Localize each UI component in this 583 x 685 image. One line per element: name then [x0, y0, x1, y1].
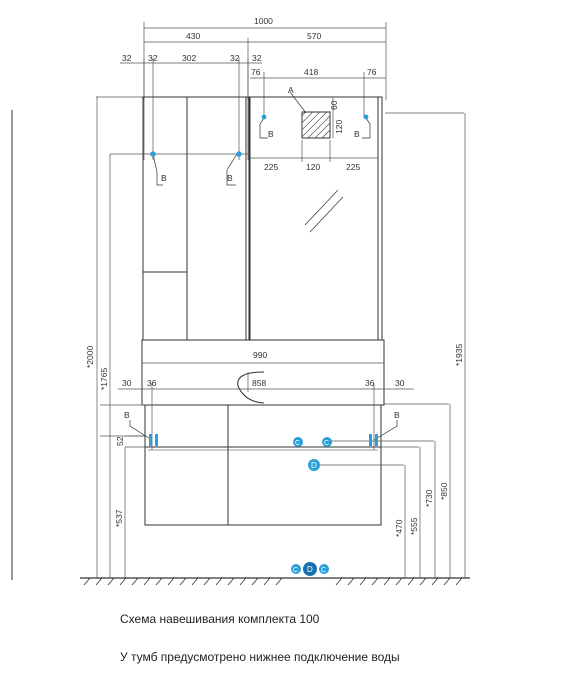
marker-c3-circle [291, 564, 301, 574]
mirror-inner-dimensions [110, 98, 378, 162]
marker-d2-circle [303, 562, 317, 576]
label-730: *730 [424, 489, 434, 507]
label-76a: 76 [251, 67, 261, 77]
marker-c2-circle [322, 437, 332, 447]
label-120: 120 [306, 162, 320, 172]
label-470: *470 [394, 519, 404, 537]
label-850: *850 [439, 482, 449, 500]
label-52: 52 [115, 436, 125, 446]
label-c4: C [321, 567, 326, 574]
label-418: 418 [304, 67, 318, 77]
label-30a: 30 [122, 378, 132, 388]
marker-c1-circle [293, 437, 303, 447]
leader-a [289, 91, 307, 114]
label-36b: 36 [365, 378, 375, 388]
label-32b: 32 [148, 53, 158, 63]
label-302: 302 [182, 53, 196, 63]
connection-markers [291, 437, 332, 576]
label-1935: *1935 [454, 344, 464, 366]
label-32a: 32 [122, 53, 132, 63]
label-225b: 225 [346, 162, 360, 172]
mount-markers [149, 114, 378, 446]
vanity-dimension-lines [100, 362, 414, 450]
b-leaders [129, 117, 398, 441]
left-height-lines [96, 96, 143, 578]
label-32d: 32 [252, 53, 262, 63]
label-225a: 225 [264, 162, 278, 172]
vanity-unit [141, 339, 385, 526]
caption-water-connection: У тумб предусмотрено нижнее подключение … [120, 650, 400, 664]
label-76b: 76 [367, 67, 377, 77]
mounting-diagram: 1000 430 570 32 32 302 32 32 76 418 76 A… [11, 16, 470, 586]
label-990: 990 [253, 350, 267, 360]
label-b-wall-right: B [227, 173, 233, 183]
label-b-mirror-left: B [268, 129, 274, 139]
label-30b: 30 [395, 378, 405, 388]
floor [80, 577, 470, 586]
label-555: *555 [409, 517, 419, 535]
dimension-labels: 1000 430 570 32 32 302 32 32 76 418 76 A… [85, 16, 464, 574]
marker-c4-circle [319, 564, 329, 574]
label-858: 858 [252, 378, 266, 388]
label-1000: 1000 [254, 16, 273, 26]
label-c3: C [293, 567, 298, 574]
top-dimension-lines [120, 22, 387, 160]
label-b-wall-left: B [161, 173, 167, 183]
label-d2: D [307, 565, 313, 574]
label-537: *537 [114, 509, 124, 527]
label-2000: *2000 [85, 346, 95, 368]
label-c1: C [295, 440, 300, 447]
label-b-mirror-right: B [354, 129, 360, 139]
right-height-lines [315, 112, 466, 578]
label-b-vanity-right: B [394, 410, 400, 420]
label-b-vanity-left: B [124, 410, 130, 420]
caption-scheme: Схема навешивания комплекта 100 [120, 612, 320, 626]
label-570: 570 [307, 31, 321, 41]
label-c2: C [324, 440, 329, 447]
label-60: 60 [329, 100, 339, 110]
wall-cabinet [142, 96, 250, 341]
socket-box [301, 111, 331, 139]
label-32c: 32 [230, 53, 240, 63]
label-1765: *1765 [99, 368, 109, 390]
label-430: 430 [186, 31, 200, 41]
label-a: A [288, 85, 294, 95]
marker-d1-circle [308, 459, 320, 471]
label-d1: D [311, 461, 317, 470]
label-120-vertical: 120 [334, 120, 344, 134]
label-36a: 36 [147, 378, 157, 388]
